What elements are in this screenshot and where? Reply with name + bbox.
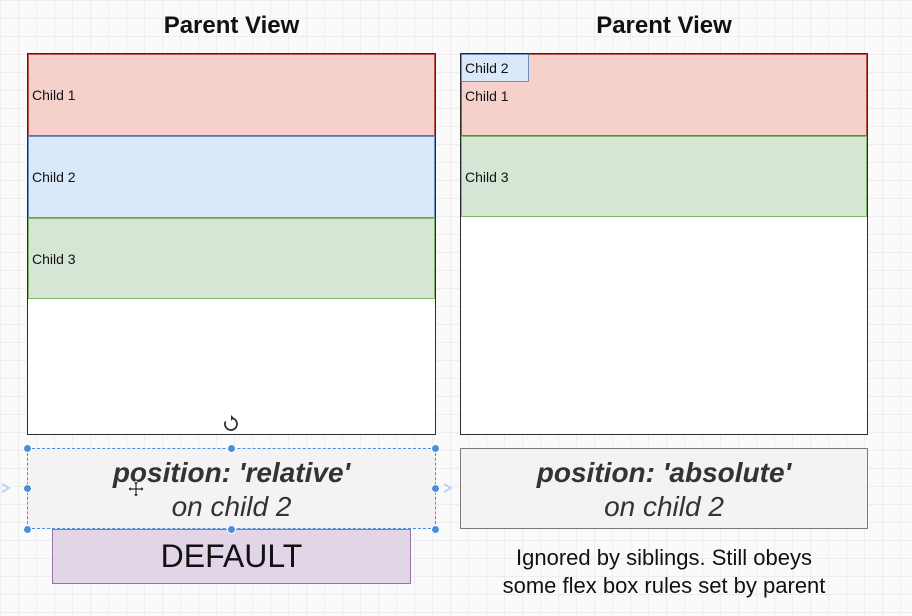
link-arrow-icon[interactable] [442,480,458,496]
absolute-note-line-1: Ignored by siblings. Still obeys [516,545,812,570]
selection-handle-top-left[interactable] [22,443,32,453]
left-child-2-label: Child 2 [32,169,76,185]
right-child-3[interactable]: Child 3 [461,136,867,217]
selection-handle-bottom-middle[interactable] [226,524,236,534]
link-arrow-icon[interactable] [0,480,16,496]
selection-handle-bottom-left[interactable] [22,524,32,534]
selection-handle-middle-left[interactable] [22,483,32,493]
absolute-note-line-2: some flex box rules set by parent [502,573,826,598]
selection-handle-top-middle[interactable] [226,443,236,453]
default-label-text: DEFAULT [160,538,303,574]
right-parent-view[interactable]: Child 1 Child 3 Child 2 [460,53,868,435]
selection-handle-bottom-right[interactable] [430,524,440,534]
right-child-1-label: Child 1 [465,88,509,104]
default-label-box[interactable]: DEFAULT [52,529,411,584]
absolute-position-text: position: 'absolute' [536,457,792,488]
selection-handle-middle-right[interactable] [430,483,440,493]
move-cursor-icon [127,480,145,498]
right-child-2-absolute[interactable]: Child 2 [461,54,529,82]
left-child-3-label: Child 3 [32,250,76,267]
left-parent-view[interactable]: Child 1 Child 2 Child 3 [27,53,436,435]
relative-position-text: position: 'relative' [112,457,351,488]
left-child-2[interactable]: Child 2 [28,136,435,218]
absolute-position-label-box[interactable]: position: 'absolute' on child 2 [460,448,868,529]
selection-handle-top-right[interactable] [430,443,440,453]
relative-position-label-box[interactable]: position: 'relative' on child 2 [27,448,436,529]
left-child-1-label: Child 1 [32,87,76,103]
relative-on-child-text: on child 2 [171,491,292,522]
left-child-3[interactable]: Child 3 [28,218,435,299]
right-child-3-label: Child 3 [465,168,509,185]
right-parent-title: Parent View [596,12,732,39]
absolute-on-child-text: on child 2 [604,491,724,522]
left-child-1[interactable]: Child 1 [28,54,435,136]
left-parent-title: Parent View [163,12,300,39]
rotate-handle-icon[interactable] [221,414,241,434]
absolute-note-text: Ignored by siblings. Still obeys some fl… [460,544,868,600]
right-child-2-label: Child 2 [465,60,509,76]
